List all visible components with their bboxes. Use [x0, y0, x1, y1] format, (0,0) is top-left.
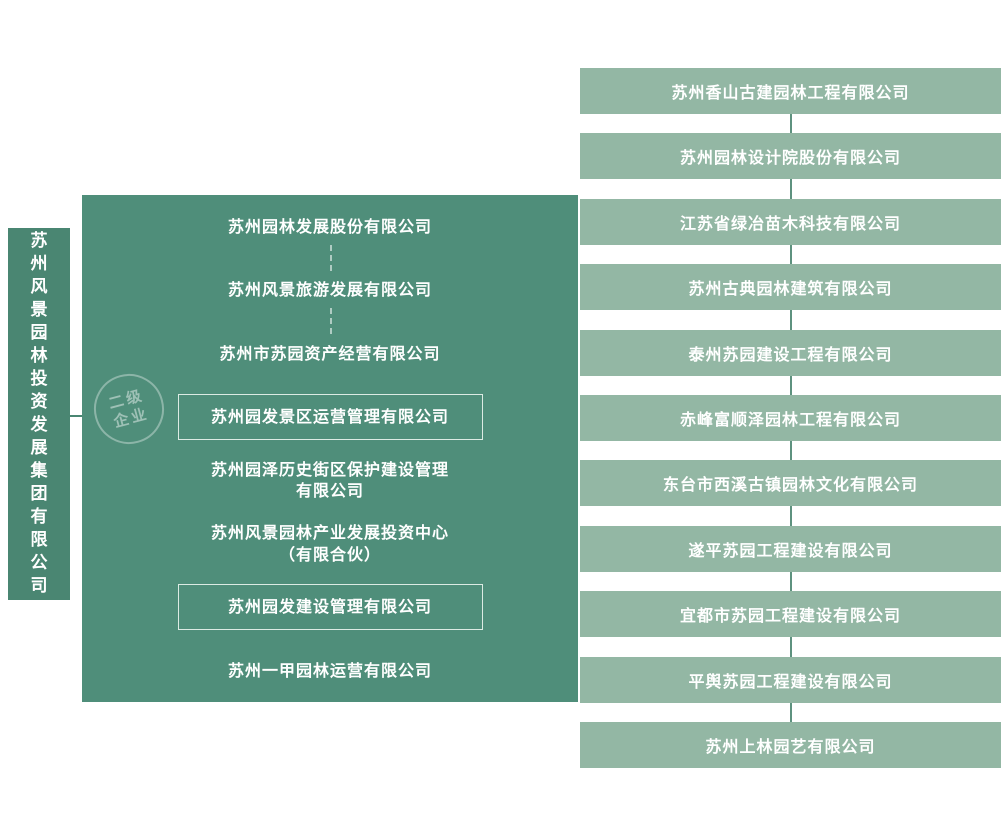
org-node-branch: 江苏省绿冶苗木科技有限公司: [580, 198, 1001, 245]
org-node-subsidiary: 苏州园发景区运营管理有限公司: [82, 385, 578, 448]
branch-label: 泰州苏园建设工程有限公司: [688, 344, 893, 364]
subsidiary-label: 苏州风景园林产业发展投资中心 （有限合伙）: [210, 522, 449, 564]
org-node-branch: 平舆苏园工程建设有限公司: [580, 656, 1001, 703]
connector-line: [789, 375, 792, 395]
subsidiary-label: 苏州园林发展股份有限公司: [227, 216, 432, 236]
subsidiary-label: 苏州园发建设管理有限公司: [177, 583, 483, 630]
dashed-connector: [330, 245, 332, 271]
connector-line: [789, 702, 792, 722]
org-node-subsidiary: 苏州风景园林产业发展投资中心 （有限合伙）: [82, 512, 578, 575]
subsidiary-label: 苏州一甲园林运营有限公司: [227, 660, 432, 680]
connector-line: [789, 440, 792, 461]
org-node-branch: 宜都市苏园工程建设有限公司: [580, 591, 1001, 638]
connector-line: [789, 114, 792, 134]
org-node-subsidiary: 苏州园林发展股份有限公司: [82, 195, 578, 258]
branch-label: 遂平苏园工程建设有限公司: [688, 540, 893, 560]
org-node-subsidiary: 苏州市苏园资产经营有限公司: [82, 322, 578, 385]
connector-line: [789, 310, 792, 330]
subsidiary-label: 苏州市苏园资产经营有限公司: [219, 343, 441, 363]
branch-label: 平舆苏园工程建设有限公司: [688, 671, 893, 691]
branch-label: 东台市西溪古镇园林文化有限公司: [662, 475, 918, 495]
connector-line: [789, 244, 792, 265]
group-parent-label: 苏州风景园林投资发展集团有限公司: [30, 231, 48, 596]
connector-line: [789, 506, 792, 526]
connector-line: [789, 571, 792, 592]
branch-label: 江苏省绿冶苗木科技有限公司: [679, 213, 901, 233]
branch-label: 苏州上林园艺有限公司: [705, 736, 876, 756]
org-node-branch: 苏州园林设计院股份有限公司: [580, 133, 1001, 180]
connector-line: [789, 179, 792, 199]
org-node-branch: 赤峰富顺泽园林工程有限公司: [580, 394, 1001, 441]
org-node-group-parent: 苏州风景园林投资发展集团有限公司: [8, 228, 70, 600]
org-node-subsidiary: 苏州风景旅游发展有限公司: [82, 258, 578, 321]
org-node-branch: 苏州古典园林建筑有限公司: [580, 264, 1001, 311]
dashed-connector: [330, 308, 332, 334]
org-node-branch: 泰州苏园建设工程有限公司: [580, 329, 1001, 376]
subsidiaries-block: 苏州园林发展股份有限公司 苏州风景旅游发展有限公司 苏州市苏园资产经营有限公司 …: [82, 195, 578, 702]
org-node-subsidiary: 苏州一甲园林运营有限公司: [82, 639, 578, 702]
org-node-branch: 苏州上林园艺有限公司: [580, 721, 1001, 768]
branch-label: 苏州香山古建园林工程有限公司: [671, 83, 910, 102]
branch-label: 苏州古典园林建筑有限公司: [688, 279, 893, 299]
subsidiary-label: 苏州园泽历史街区保护建设管理 有限公司: [210, 459, 449, 501]
org-node-branch: 遂平苏园工程建设有限公司: [580, 525, 1001, 572]
branch-label: 赤峰富顺泽园林工程有限公司: [679, 409, 901, 429]
org-node-subsidiary: 苏州园泽历史街区保护建设管理 有限公司: [82, 449, 578, 512]
org-node-subsidiary: 苏州园发建设管理有限公司: [82, 575, 578, 638]
org-node-branch: 东台市西溪古镇园林文化有限公司: [580, 460, 1001, 507]
connector-line: [789, 637, 792, 657]
branch-label: 苏州园林设计院股份有限公司: [679, 148, 901, 168]
subsidiary-label: 苏州风景旅游发展有限公司: [227, 280, 432, 300]
branch-label: 宜都市苏园工程建设有限公司: [679, 606, 901, 626]
org-node-branch: 苏州香山古建园林工程有限公司: [580, 68, 1001, 114]
branch-companies-column: 苏州香山古建园林工程有限公司 苏州园林设计院股份有限公司 江苏省绿冶苗木科技有限…: [580, 68, 1001, 768]
connector-line: [70, 415, 82, 417]
subsidiary-label: 苏州园发景区运营管理有限公司: [177, 393, 483, 440]
